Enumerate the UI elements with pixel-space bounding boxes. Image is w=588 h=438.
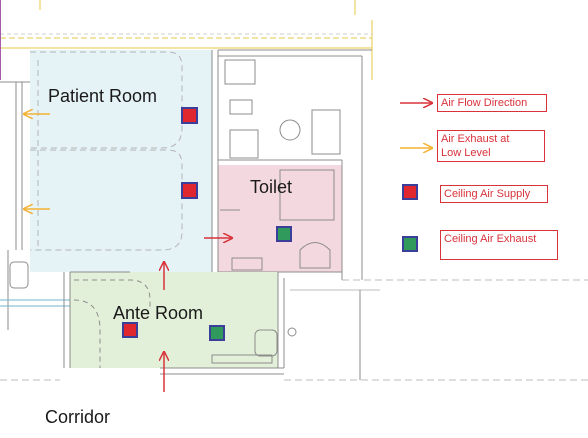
corridor-label: Corridor — [45, 407, 111, 427]
legend-ceiling-exhaust-text: Ceiling Air Exhaust — [444, 233, 537, 245]
exhaust-arrows — [24, 114, 432, 209]
ante-room-area — [70, 272, 278, 368]
ante-room-label: Ante Room — [113, 303, 204, 323]
ceiling-exhaust-squares — [209, 226, 418, 341]
legend-air-exhaust-line2: Low Level — [441, 147, 491, 159]
legend-ceiling-air-supply: Ceiling Air Supply — [440, 185, 548, 203]
ante-room-walls — [63, 271, 285, 375]
legend-ceiling-air-exhaust: Ceiling Air Exhaust — [440, 230, 558, 260]
ceiling-supply-squares — [122, 107, 418, 338]
legend-air-exhaust-line1: Air Exhaust at — [441, 133, 510, 145]
exhaust-square-toilet — [276, 226, 292, 242]
legend-air-exhaust-low-level: Air Exhaust at Low Level — [437, 130, 545, 162]
toilet-label: Toilet — [250, 177, 293, 197]
legend-supply-square — [402, 184, 418, 200]
supply-square-patient-lower — [181, 182, 198, 199]
exhaust-square-ante — [209, 325, 225, 341]
airflow-arrows — [164, 103, 432, 392]
left-wall — [0, 81, 70, 330]
supply-square-ante — [122, 322, 138, 338]
legend-exhaust-square — [402, 236, 418, 252]
patient-room-area — [30, 50, 212, 272]
supply-square-patient-upper — [181, 107, 198, 124]
legend-ceiling-supply-text: Ceiling Air Supply — [444, 188, 531, 200]
legend-air-flow-direction: Air Flow Direction — [437, 94, 547, 112]
toilet-walls — [211, 49, 372, 280]
patient-room-label: Patient Room — [48, 86, 158, 106]
legend-air-flow-text: Air Flow Direction — [441, 97, 528, 109]
right-structure — [0, 279, 588, 381]
